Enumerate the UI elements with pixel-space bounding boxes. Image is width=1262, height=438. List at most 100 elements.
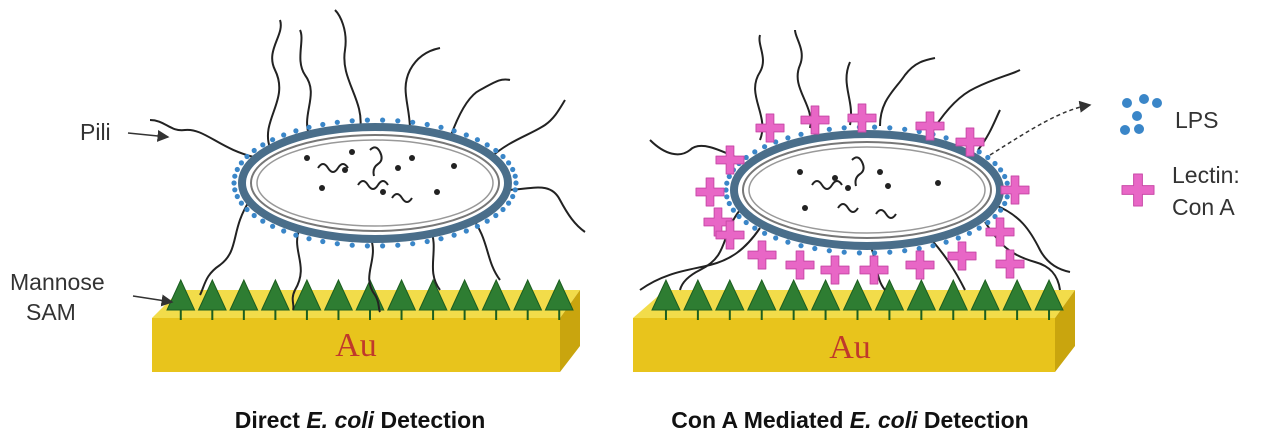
lps-dot	[985, 220, 990, 225]
pilus-strand	[795, 30, 811, 128]
lps-dot	[752, 149, 757, 154]
lps-dot	[1002, 174, 1007, 179]
lps-dot	[731, 208, 736, 213]
lps-dot	[293, 128, 298, 133]
mannose-label-line2: SAM	[26, 299, 76, 325]
lps-dot	[727, 201, 732, 206]
lps-dot	[1132, 111, 1142, 121]
lps-dot	[998, 167, 1003, 172]
lps-dot	[260, 142, 265, 147]
lps-dot	[944, 240, 949, 245]
lps-dot	[475, 224, 480, 229]
lectin-cross-icon	[996, 250, 1024, 278]
lps-dot	[270, 137, 275, 142]
lps-dot	[744, 220, 749, 225]
lps-dot	[281, 132, 286, 137]
lps-dot	[500, 154, 505, 159]
lectin-cross-icon	[748, 241, 776, 269]
lps-legend-label: LPS	[1175, 107, 1218, 133]
lps-dot	[977, 149, 982, 154]
lps-dot	[917, 246, 922, 251]
pilus-strand	[300, 30, 311, 137]
lps-dot	[493, 148, 498, 153]
lps-dot	[395, 243, 400, 248]
lps-dot	[464, 228, 469, 233]
lps-dot	[827, 248, 832, 253]
lectin-cross-shape	[848, 104, 876, 132]
lectin-legend-label-line1: Lectin:	[1172, 162, 1240, 188]
ribosome-dot	[451, 163, 457, 169]
right-panel: Au	[633, 30, 1090, 433]
ribosome-dot	[434, 189, 440, 195]
lps-dot	[956, 235, 961, 240]
lps-dot	[872, 125, 877, 130]
cytoplasm	[257, 140, 493, 226]
caption-direct: Direct E. coli Detection	[235, 407, 486, 433]
lps-dot	[475, 137, 480, 142]
ribosome-dot	[885, 183, 891, 189]
lps-dot	[410, 120, 415, 125]
ribosome-dot	[349, 149, 355, 155]
lps-dot	[902, 127, 907, 132]
lps-dot	[506, 201, 511, 206]
lps-dot	[293, 233, 298, 238]
pilus-strand	[335, 10, 361, 130]
lps-dot	[785, 135, 790, 140]
mannose-label-line1: Mannose	[10, 269, 105, 295]
lectin-cross-icon	[906, 251, 934, 279]
pilus-strand	[505, 188, 585, 233]
pili-label-text: Pili	[80, 119, 111, 145]
lps-dot	[239, 201, 244, 206]
lps-dot	[513, 187, 518, 192]
lps-dot	[232, 174, 237, 179]
lps-dot	[872, 250, 877, 255]
ribosome-dot	[380, 189, 386, 195]
lps-dot	[350, 118, 355, 123]
lps-dot	[410, 241, 415, 246]
lps-dot	[320, 239, 325, 244]
ribosome-dot	[342, 167, 348, 173]
lps-dot	[306, 125, 311, 130]
lps-dot	[827, 127, 832, 132]
pilus-strand	[450, 79, 510, 138]
lectin-cross-shape	[1122, 174, 1154, 206]
lps-dot	[510, 167, 515, 172]
lps-callout	[990, 105, 1090, 155]
lectin-cross-shape	[996, 250, 1024, 278]
lps-dot	[239, 160, 244, 165]
lps-dot	[270, 224, 275, 229]
lps-dot	[785, 240, 790, 245]
pilus-strand	[470, 215, 500, 280]
lps-dot	[281, 228, 286, 233]
lps-dot	[944, 135, 949, 140]
lps-dot	[736, 214, 741, 219]
lps-cluster-icon	[1120, 94, 1162, 135]
lps-dot	[1002, 201, 1007, 206]
lps-dot	[967, 231, 972, 236]
lps-dot	[235, 194, 240, 199]
lps-dot	[350, 243, 355, 248]
pili-label: Pili	[80, 119, 168, 145]
lps-dot	[842, 250, 847, 255]
lps-dot	[842, 125, 847, 130]
ecoli-cell	[231, 118, 518, 249]
ribosome-dot	[832, 175, 838, 181]
lectin-cross-shape	[801, 106, 829, 134]
lps-dot	[425, 239, 430, 244]
lps-dot	[231, 180, 236, 185]
lps-dashed-arrow	[990, 105, 1090, 155]
lps-dot	[930, 243, 935, 248]
ribosome-dot	[802, 205, 808, 211]
ribosome-dot	[845, 185, 851, 191]
ribosome-dot	[319, 185, 325, 191]
lps-dot	[244, 207, 249, 212]
lps-dot	[506, 160, 511, 165]
pili-arrow	[128, 133, 168, 137]
lps-dot	[798, 243, 803, 248]
lps-dot	[1120, 125, 1130, 135]
ribosome-dot	[304, 155, 310, 161]
pilus-strand	[406, 48, 440, 130]
lps-dot	[500, 207, 505, 212]
lps-dot	[985, 155, 990, 160]
